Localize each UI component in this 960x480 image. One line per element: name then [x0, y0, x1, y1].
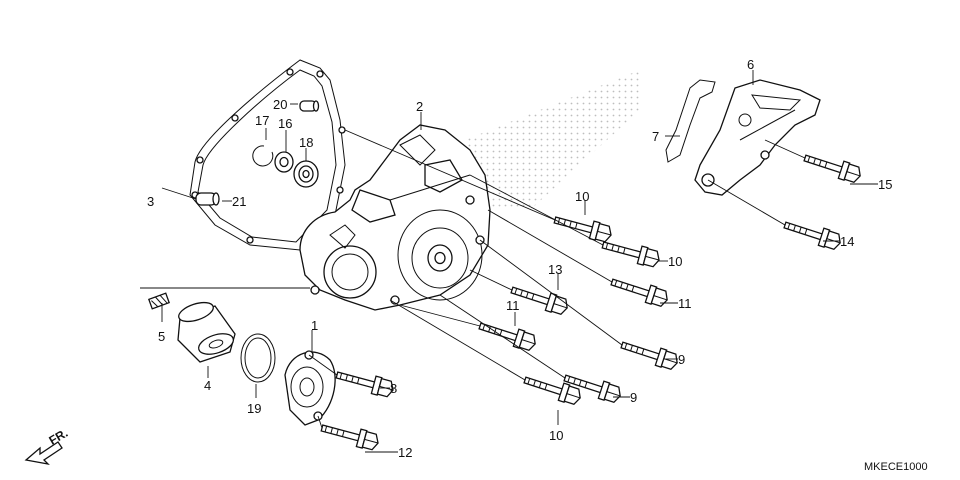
leader-lines: [140, 70, 878, 453]
callout-10b: 10: [668, 254, 682, 269]
callout-13: 13: [548, 262, 562, 277]
diagram-code: MKECE1000: [864, 461, 928, 473]
callout-19: 19: [247, 401, 261, 416]
callout-12: 12: [398, 445, 412, 460]
front-label: FR.: [47, 426, 71, 448]
dowel-pin-21: [195, 192, 220, 206]
callout-14: 14: [840, 234, 854, 249]
callout-4: 4: [204, 378, 211, 393]
generator-cover: [299, 124, 491, 311]
callout-16: 16: [278, 116, 292, 131]
o-ring-inner: [244, 337, 272, 379]
callout-5: 5: [158, 329, 165, 344]
front-direction-arrow: FR.: [24, 426, 71, 466]
callout-7: 7: [652, 129, 659, 144]
shading-zone: [440, 70, 640, 210]
bolt-8: [334, 365, 397, 400]
spring: [147, 292, 171, 310]
bolt-9a: [618, 335, 681, 373]
callout-8: 8: [390, 381, 397, 396]
callout-18: 18: [299, 135, 313, 150]
bracket-gasket: [665, 79, 716, 163]
callout-21: 21: [232, 194, 246, 209]
callout-9a: 9: [678, 352, 685, 367]
bracket: [694, 79, 821, 196]
bolt-10b: [600, 235, 663, 270]
bolt-11b: [476, 316, 539, 354]
callout-10c: 10: [549, 428, 563, 443]
bolt-10a: [552, 210, 615, 245]
circlip: [252, 145, 274, 167]
bolt-14: [781, 215, 844, 253]
bolt-15: [801, 148, 864, 186]
callout-2: 2: [416, 99, 423, 114]
callout-20: 20: [273, 97, 287, 112]
callout-9b: 9: [630, 390, 637, 405]
callout-17: 17: [255, 113, 269, 128]
dowel-pin-20: [299, 100, 320, 112]
callout-11b: 11: [506, 298, 520, 313]
callout-3: 3: [147, 194, 154, 209]
callout-1: 1: [311, 318, 318, 333]
callout-15: 15: [878, 177, 892, 192]
washer: [274, 151, 294, 173]
oil-filter-cover: [284, 350, 336, 426]
callouts: 1 2 3 4 5 6 7 8 9 9 10 10 10 11 11 12 13…: [147, 57, 892, 460]
bolt-10c: [521, 370, 584, 408]
oil-seal: [293, 160, 319, 188]
callout-6: 6: [747, 57, 754, 72]
o-ring: [240, 333, 276, 383]
bolt-12: [319, 418, 382, 453]
callout-10a: 10: [575, 189, 589, 204]
callout-11a: 11: [678, 296, 692, 311]
oil-filter: [177, 301, 236, 363]
